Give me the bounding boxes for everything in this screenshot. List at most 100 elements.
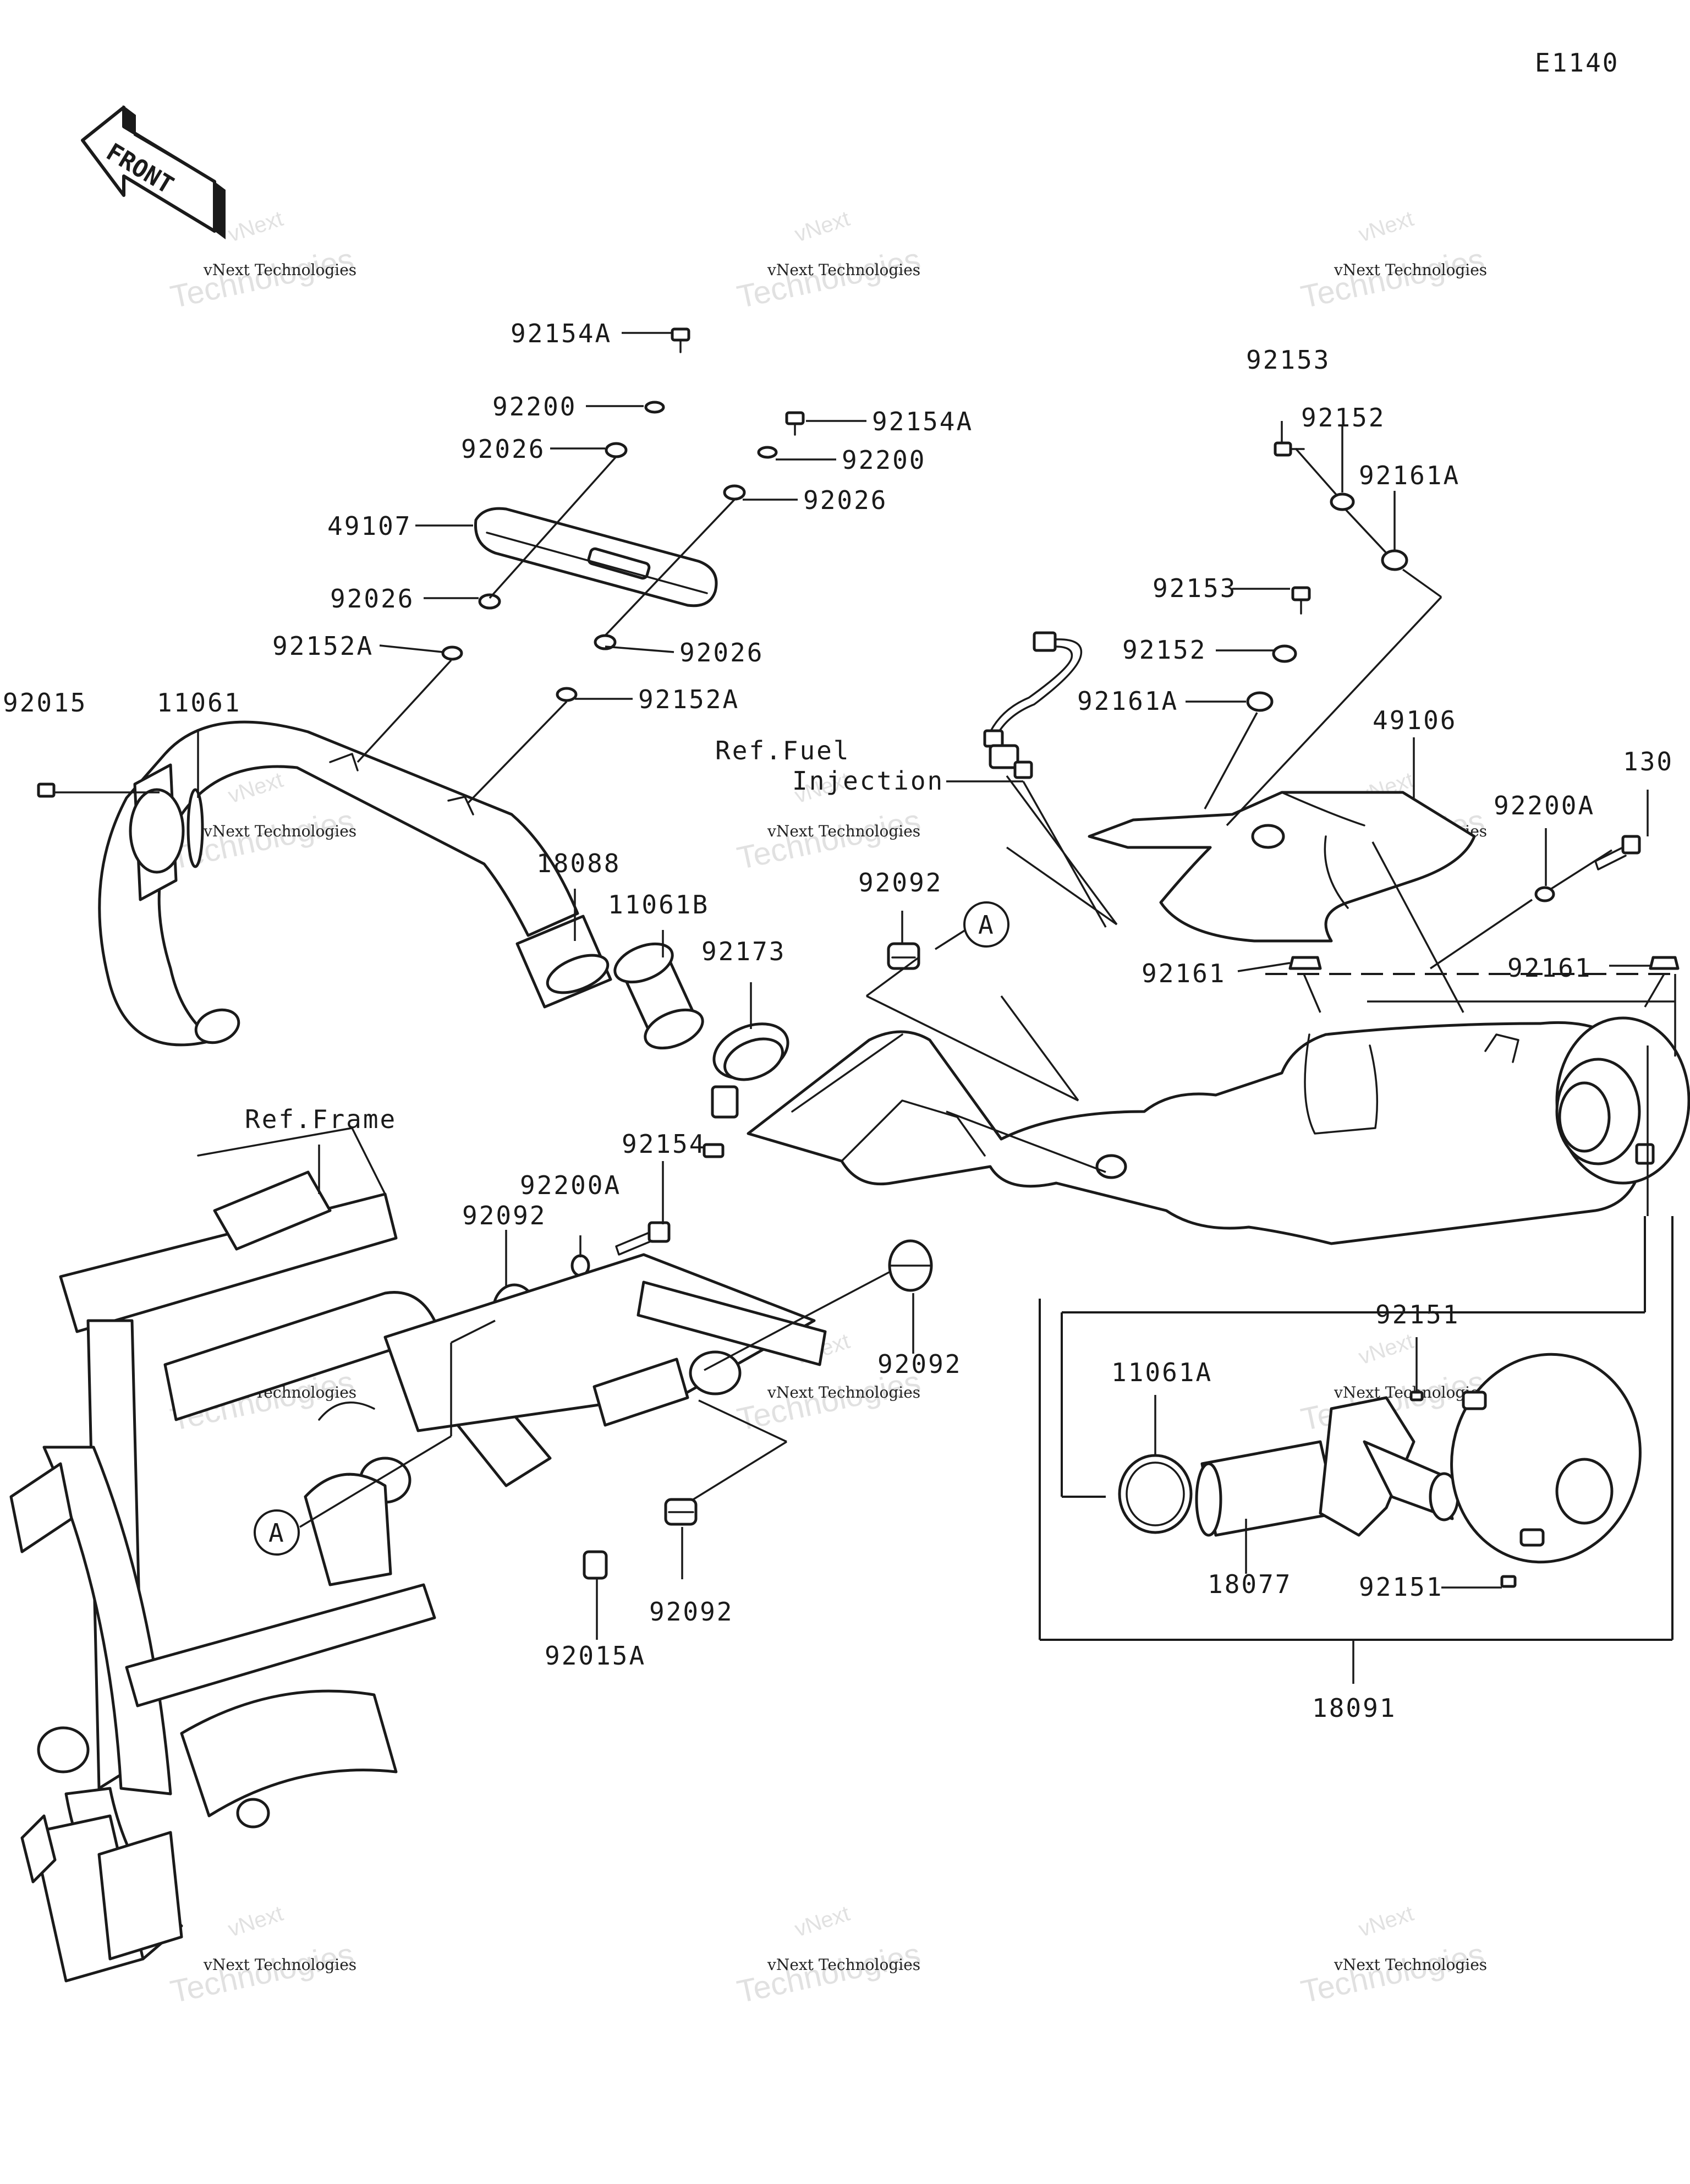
part-label-92200A: 92200A (520, 1170, 621, 1200)
watermark: vNext Technologies vNext Technologies (734, 1901, 924, 2010)
part-label-92200: 92200 (842, 445, 926, 475)
screw-92151-top (1409, 1391, 1424, 1402)
part-label-92092: 92092 (877, 1349, 962, 1379)
ref-frame-label: Ref.Frame (245, 1104, 397, 1134)
leader-lines (55, 332, 1665, 1684)
damper-92161A-mid (1246, 691, 1274, 712)
svg-text:vNext Technologies: vNext Technologies (203, 1956, 356, 1974)
svg-text:A: A (268, 1518, 286, 1548)
part-label-18088: 18088 (536, 849, 621, 878)
watermark: vNext Technologies vNext Technologies (167, 1901, 357, 2010)
sleeve-11061B (613, 942, 704, 1050)
gasket-11061A (1118, 1454, 1193, 1534)
callout-A-lower: A (254, 1509, 300, 1556)
collar-92152-mid (1272, 644, 1297, 663)
nut-92015A (583, 1550, 608, 1580)
part-label-92151: 92151 (1375, 1300, 1459, 1329)
watermark: vNext Technologies vNext Technologies (1298, 1901, 1488, 2010)
part-label-92152: 92152 (1122, 635, 1206, 665)
part-label-92200: 92200 (492, 392, 577, 422)
bolt-92153-mid (1291, 586, 1311, 615)
part-label-11061: 11061 (157, 688, 241, 718)
hardware-92154A-top (671, 327, 690, 353)
svg-text:vNext Technologies: vNext Technologies (1334, 261, 1487, 279)
part-label-130: 130 (1623, 747, 1673, 776)
part-label-18077: 18077 (1208, 1569, 1292, 1599)
hardware-92154A-right (785, 411, 805, 436)
part-label-92152: 92152 (1301, 403, 1385, 433)
gasket-11061 (186, 788, 204, 868)
svg-text:vNext: vNext (792, 1901, 853, 1941)
ref-fuel-injection-line2: Injection (792, 766, 944, 796)
part-number-labels: 92154A 92200 92026 49107 92026 92152A 92… (3, 319, 1673, 1723)
washer-92200-right (757, 446, 778, 459)
part-label-92026: 92026 (330, 584, 414, 614)
bolt-130 (1594, 835, 1641, 871)
grommet-92026-top (605, 442, 628, 458)
oxygen-sensor (983, 631, 1083, 779)
part-label-92154A: 92154A (872, 407, 973, 436)
ref-fuel-injection-line1: Ref.Fuel (715, 736, 851, 765)
damper-92161A-top (1381, 549, 1408, 571)
callout-A-upper: A (963, 901, 1009, 948)
muffler-18091 (747, 1016, 1690, 1245)
part-label-49107: 49107 (327, 511, 411, 541)
motorcycle-frame (9, 1127, 827, 1983)
svg-text:vNext Technologies: vNext Technologies (767, 261, 920, 279)
heat-guard-49106 (1088, 791, 1476, 943)
svg-text:vNext Technologies: vNext Technologies (767, 1383, 920, 1402)
part-label-11061B: 11061B (608, 890, 709, 919)
part-label-92161: 92161 (1507, 953, 1592, 983)
clamp-92173 (703, 1022, 789, 1158)
front-arrow-icon: FRONT (81, 105, 226, 239)
screw-92151-bottom (1500, 1575, 1517, 1588)
collar-92152-top (1330, 492, 1355, 511)
grommet-92026-right (723, 484, 746, 501)
part-label-11061A: 11061A (1111, 1358, 1212, 1387)
svg-text:vNext: vNext (225, 206, 286, 247)
damper-92161-left (1288, 956, 1322, 970)
watermark: vNext Technologies vNext Technologies (1298, 206, 1488, 315)
muffler-subassembly-box (1039, 1216, 1673, 1641)
svg-text:vNext: vNext (1356, 1901, 1417, 1941)
part-label-92026: 92026 (803, 485, 887, 515)
svg-text:vNext Technologies: vNext Technologies (1334, 1956, 1487, 1974)
part-label-49106: 49106 (1373, 705, 1457, 735)
damper-92092-right (888, 1239, 933, 1292)
inner-pipe-18077 (1195, 1391, 1459, 1537)
part-label-92092: 92092 (462, 1201, 546, 1230)
part-label-92154A: 92154A (511, 319, 612, 348)
svg-text:vNext Technologies: vNext Technologies (203, 822, 356, 840)
part-label-92151: 92151 (1359, 1572, 1443, 1602)
washer-92200A-right (1534, 886, 1555, 902)
part-label-18091: 18091 (1312, 1693, 1396, 1723)
part-label-92161: 92161 (1142, 959, 1226, 988)
collar-92152A-left (441, 645, 463, 661)
part-label-92161A: 92161A (1359, 461, 1460, 490)
svg-text:vNext Technologies: vNext Technologies (203, 261, 356, 279)
part-label-92092: 92092 (858, 868, 942, 897)
diagram-code: E1140 (1535, 48, 1619, 78)
part-label-92152A: 92152A (272, 631, 374, 661)
bolt-92154 (615, 1221, 671, 1256)
part-label-92153: 92153 (1153, 573, 1237, 603)
svg-text:A: A (978, 910, 995, 940)
part-label-92161A: 92161A (1077, 686, 1178, 716)
damper-92161-right (1649, 956, 1680, 970)
svg-text:vNext: vNext (1356, 206, 1417, 247)
part-label-92153: 92153 (1246, 345, 1330, 375)
muffler-inner-frame (1265, 973, 1676, 1216)
part-label-92200A: 92200A (1494, 791, 1595, 820)
part-label-92026: 92026 (461, 434, 545, 464)
flange-assembly (37, 763, 204, 901)
damper-92092-upper (887, 942, 920, 970)
header-pipe-18088 (98, 720, 612, 1047)
collar-92152A-right (556, 687, 578, 702)
part-label-92015: 92015 (3, 688, 87, 718)
part-label-92154: 92154 (622, 1129, 706, 1159)
damper-92092-bottom (664, 1498, 698, 1526)
washer-92200-top (644, 401, 665, 414)
nut-92015 (37, 782, 56, 798)
watermark: vNext Technologies vNext Technologies (167, 206, 357, 315)
